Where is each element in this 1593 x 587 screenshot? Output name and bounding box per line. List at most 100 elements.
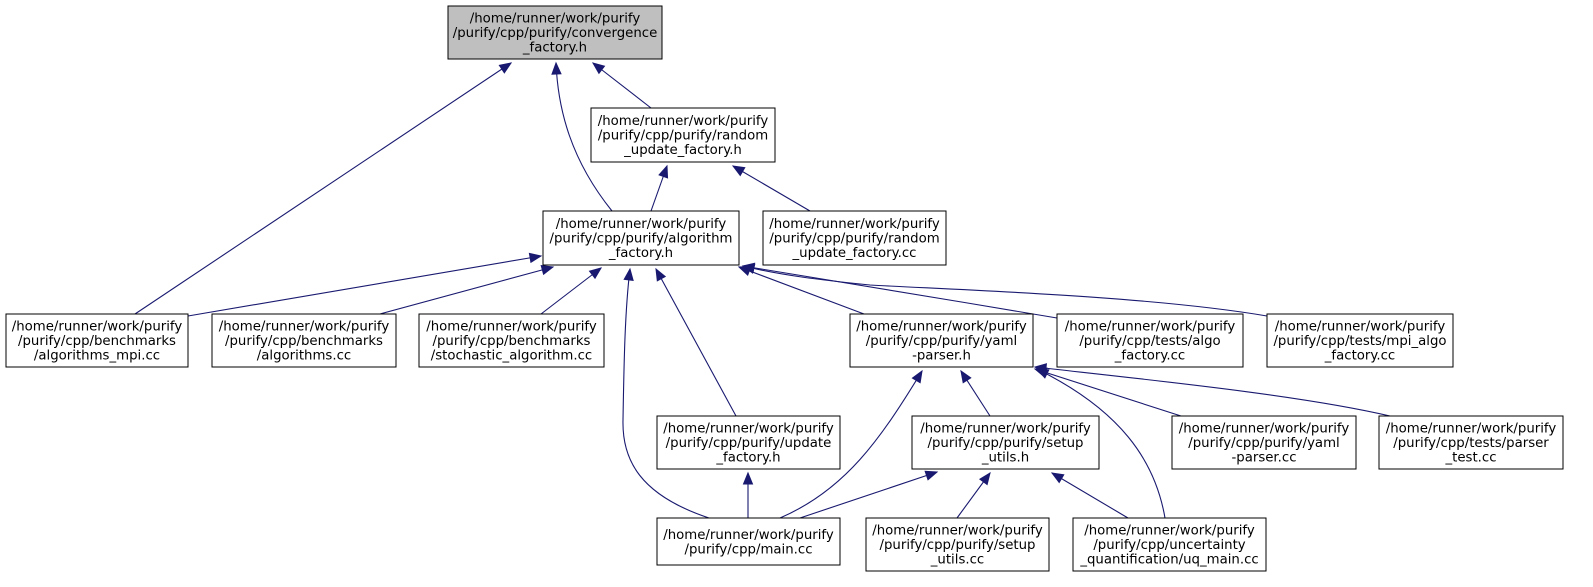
graph-node-n0[interactable]: /home/runner/work/purify/purify/cpp/puri…	[447, 5, 663, 60]
edge-line	[622, 268, 710, 519]
node-label-line: /home/runner/work/purify	[470, 12, 641, 27]
graph-node-n5[interactable]: /home/runner/work/purify/purify/cpp/benc…	[211, 313, 397, 368]
edge-line	[540, 267, 602, 315]
edge-arrowhead	[1050, 472, 1065, 484]
edge-n1-to-n0	[591, 62, 652, 109]
graph-node-n6[interactable]: /home/runner/work/purify/purify/cpp/benc…	[418, 313, 605, 368]
edge-n13-to-n7	[1033, 363, 1391, 417]
node-label-line: _utils.cc	[930, 553, 984, 568]
edge-arrowhead	[540, 264, 555, 276]
node-label-line: /stochastic_algorithm.cc	[431, 349, 592, 364]
node-label-line: /home/runner/work/purify	[12, 320, 183, 335]
edge-arrowhead	[655, 267, 667, 282]
graph-node-n14[interactable]: /home/runner/work/purify/purify/cpp/main…	[656, 517, 841, 566]
node-label-line: /purify/cpp/tests/parser	[1393, 436, 1549, 451]
node-label-line: _quantification/uq_main.cc	[1079, 553, 1258, 568]
graph-node-n11[interactable]: /home/runner/work/purify/purify/cpp/puri…	[911, 415, 1100, 470]
edge-n14-to-n7	[779, 369, 923, 519]
edge-line	[732, 165, 811, 212]
graph-node-n15[interactable]: /home/runner/work/purify/purify/cpp/puri…	[865, 517, 1050, 572]
edge-n2-to-n1	[650, 164, 669, 212]
edge-n2-to-n0	[551, 61, 613, 212]
node-label-line: /purify/cpp/purify/update	[666, 436, 832, 451]
nodes-layer: /home/runner/work/purify/purify/cpp/puri…	[5, 5, 1564, 572]
graph-node-n7[interactable]: /home/runner/work/purify/purify/cpp/puri…	[849, 313, 1034, 368]
graph-node-n9[interactable]: /home/runner/work/purify/purify/cpp/test…	[1266, 313, 1454, 368]
node-label-line: _factory.cc	[1114, 349, 1185, 364]
edge-line	[799, 471, 938, 519]
node-box	[5, 313, 189, 368]
edge-arrowhead	[742, 471, 754, 485]
graph-node-n12[interactable]: /home/runner/work/purify/purify/cpp/puri…	[1171, 415, 1357, 470]
node-box	[1266, 313, 1454, 368]
node-label-line: /purify/cpp/benchmarks	[433, 334, 591, 349]
edge-n4-to-n0	[134, 62, 513, 315]
node-label-line: /purify/cpp/purify/yaml	[866, 334, 1017, 349]
node-label-line: /home/runner/work/purify	[1275, 320, 1446, 335]
node-label-line: /home/runner/work/purify	[1179, 422, 1350, 437]
node-label-line: _update_factory.cc	[792, 246, 917, 261]
node-label-line: /purify/cpp/benchmarks	[18, 334, 176, 349]
edge-n14-to-n2	[622, 267, 710, 519]
node-box	[1056, 313, 1244, 368]
edge-line	[555, 62, 613, 212]
node-label-line: /purify/cpp/purify/setup	[928, 436, 1084, 451]
graph-node-n4[interactable]: /home/runner/work/purify/purify/cpp/benc…	[5, 313, 189, 368]
node-label-line: /purify/cpp/purify/yaml	[1188, 436, 1339, 451]
edge-arrowhead	[924, 470, 939, 481]
edges-layer	[134, 61, 1391, 519]
edge-n6-to-n2	[540, 267, 603, 315]
node-label-line: /algorithms_mpi.cc	[34, 349, 160, 364]
node-box	[865, 517, 1050, 572]
graph-node-n2[interactable]: /home/runner/work/purify/purify/cpp/puri…	[542, 210, 740, 266]
root-node-box	[447, 5, 663, 60]
edge-line	[738, 266, 865, 315]
graph-node-n10[interactable]: /home/runner/work/purify/purify/cpp/puri…	[656, 415, 841, 470]
edge-arrowhead	[591, 62, 606, 75]
node-label-line: /purify/cpp/tests/algo	[1079, 334, 1220, 349]
graph-node-n13[interactable]: /home/runner/work/purify/purify/cpp/test…	[1378, 415, 1564, 470]
edge-line	[1034, 368, 1182, 417]
node-label-line: /home/runner/work/purify	[426, 320, 597, 335]
graph-node-n16[interactable]: /home/runner/work/purify/purify/cpp/unce…	[1072, 517, 1267, 572]
node-label-line: /home/runner/work/purify	[1065, 320, 1236, 335]
edge-n4-to-n2	[187, 252, 543, 317]
edge-line	[779, 370, 923, 519]
node-box	[418, 313, 605, 368]
node-label-line: _factory.h	[715, 451, 780, 466]
edge-line	[655, 268, 737, 417]
edge-line	[742, 265, 1058, 319]
edge-arrowhead	[551, 61, 562, 75]
edge-arrowhead	[623, 267, 634, 282]
edge-n14-to-n10	[742, 471, 754, 518]
edge-n7-to-n2	[737, 266, 865, 315]
node-label-line: /purify/cpp/purify/random	[598, 129, 768, 144]
node-label-line: /home/runner/work/purify	[872, 524, 1043, 539]
node-box	[1378, 415, 1564, 470]
node-box	[656, 517, 841, 566]
node-box	[542, 210, 740, 266]
edge-arrowhead	[741, 263, 756, 274]
edge-n3-to-n1	[731, 165, 811, 212]
node-box	[762, 210, 947, 266]
node-label-line: /home/runner/work/purify	[598, 114, 769, 129]
node-label-line: /purify/cpp/purify/algorithm	[550, 232, 733, 247]
node-label-line: /algorithms.cc	[257, 349, 351, 364]
node-box	[211, 313, 397, 368]
node-label-line: /home/runner/work/purify	[920, 422, 1091, 437]
edge-n11-to-n7	[960, 369, 991, 417]
edge-arrowhead	[911, 369, 923, 384]
node-box	[849, 313, 1034, 368]
edge-n5-to-n2	[379, 264, 555, 315]
graph-node-n1[interactable]: /home/runner/work/purify/purify/cpp/puri…	[590, 107, 776, 163]
edge-line	[379, 266, 554, 315]
node-label-line: _update_factory.h	[623, 143, 742, 158]
edge-n16-to-n11	[1050, 472, 1129, 519]
node-box	[1171, 415, 1357, 470]
edge-line	[1036, 368, 1166, 519]
edge-n8-to-n2	[741, 262, 1058, 319]
graph-node-n8[interactable]: /home/runner/work/purify/purify/cpp/test…	[1056, 313, 1244, 368]
graph-node-n3[interactable]: /home/runner/work/purify/purify/cpp/puri…	[762, 210, 947, 266]
edge-n9-to-n2	[741, 263, 1268, 317]
node-box	[911, 415, 1100, 470]
